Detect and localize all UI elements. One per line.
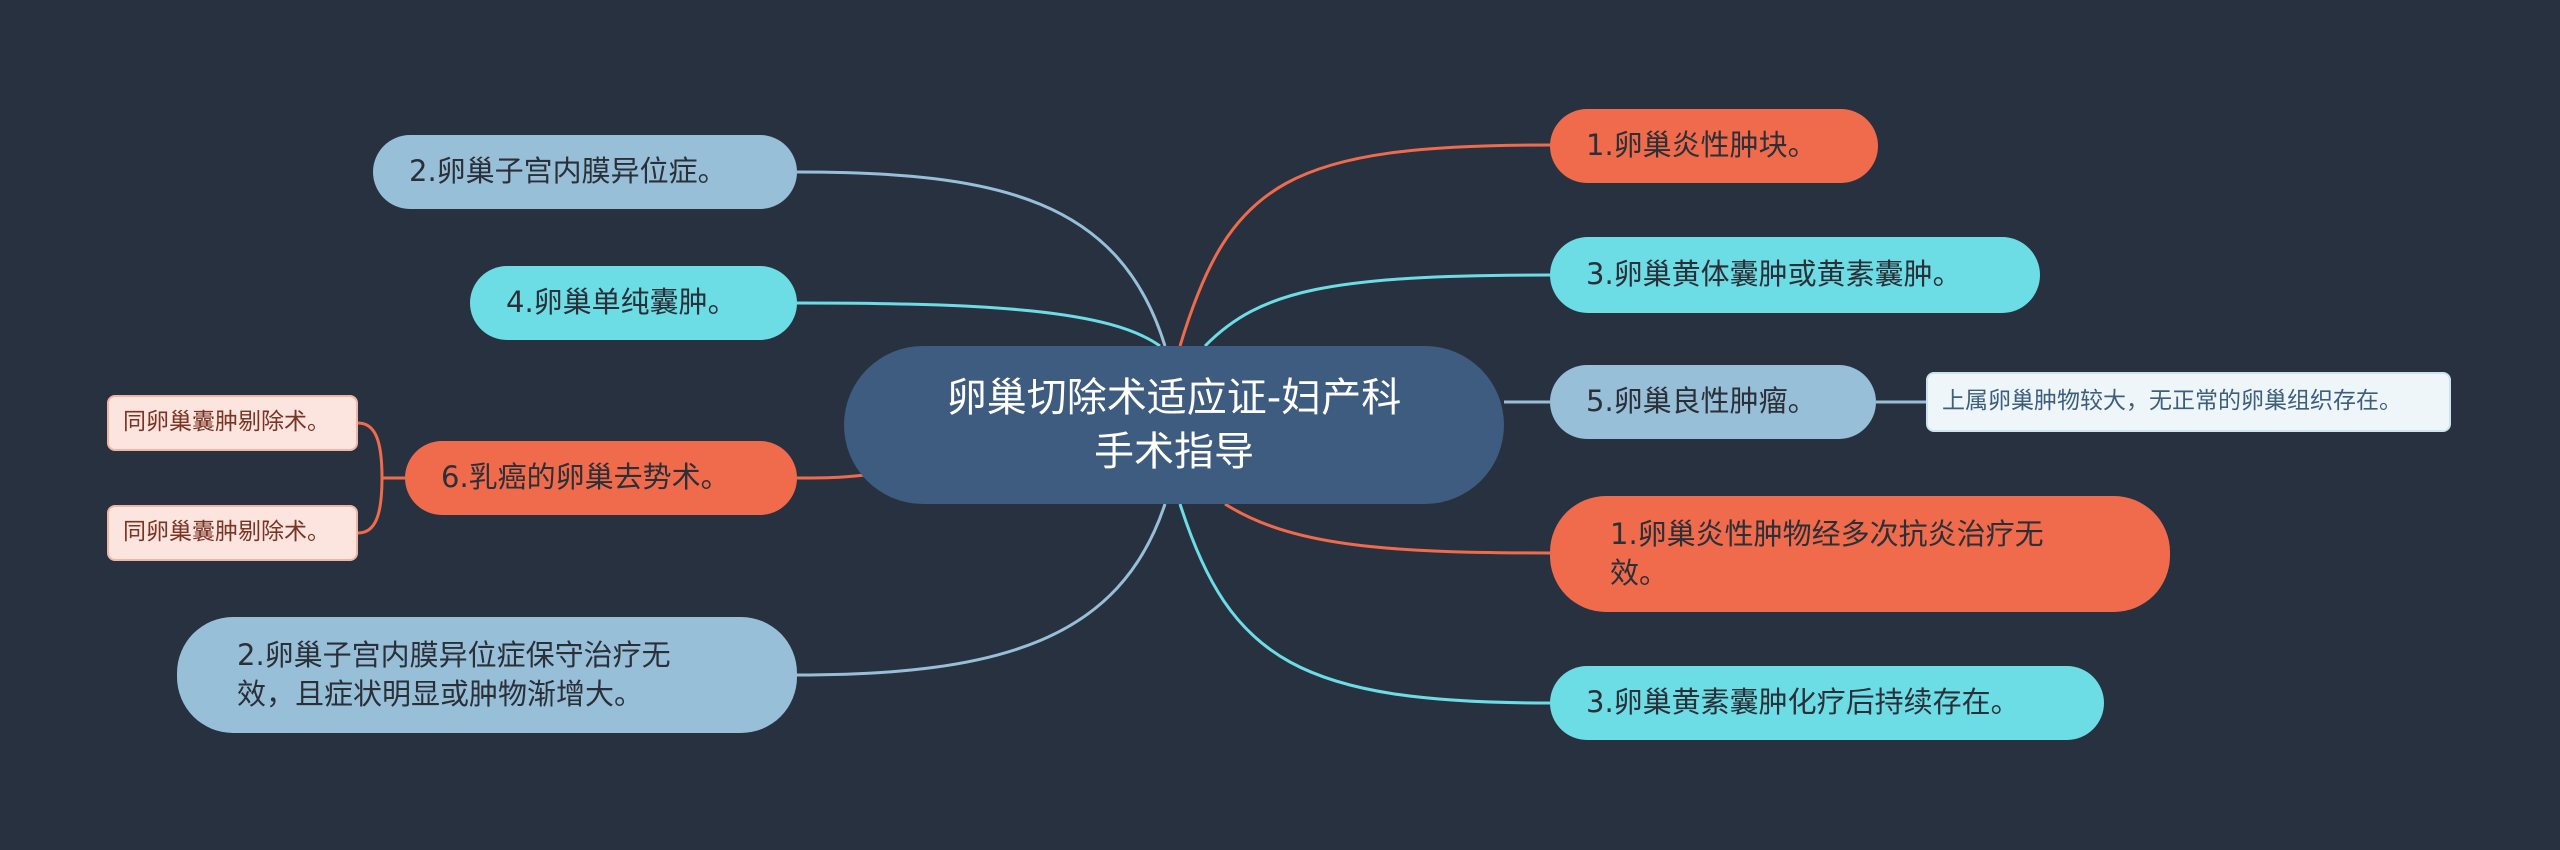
branch-l1-label: 2.卵巢子宫内膜异位症。 (409, 154, 727, 189)
branch-l3-label: 6.乳癌的卵巢去势术。 (441, 460, 730, 495)
branch-r4-line1: 1.卵巢炎性肿物经多次抗炎治疗无 (1610, 516, 2044, 551)
branch-r3-note[interactable]: 上属卵巢肿物较大，无正常的卵巢组织存在。 (1926, 372, 2451, 432)
branch-l2-label: 4.卵巢单纯囊肿。 (506, 285, 737, 320)
branch-r1[interactable]: 1.卵巢炎性肿块。 (1550, 109, 1878, 183)
branch-r4[interactable]: 1.卵巢炎性肿物经多次抗炎治疗无 效。 (1550, 496, 2170, 612)
link-center-r1 (1178, 143, 1551, 347)
link-center-l4 (796, 503, 1167, 677)
link-center-l3 (796, 473, 866, 480)
branch-r2[interactable]: 3.卵巢黄体囊肿或黄素囊肿。 (1550, 237, 2040, 313)
branch-l3-note-1-label: 同卵巢囊肿剔除术。 (123, 409, 330, 436)
link-center-r2 (1203, 273, 1551, 348)
branch-r3-note-label: 上属卵巢肿物较大，无正常的卵巢组织存在。 (1942, 388, 2402, 415)
branch-r3[interactable]: 5.卵巢良性肿瘤。 (1550, 365, 1876, 439)
link-center-r5 (1178, 503, 1551, 705)
branch-r5-label: 3.卵巢黄素囊肿化疗后持续存在。 (1586, 685, 2020, 720)
link-center-l1 (796, 170, 1167, 347)
link-center-r4 (1224, 502, 1551, 555)
branch-l3[interactable]: 6.乳癌的卵巢去势术。 (405, 441, 797, 515)
branch-r4-line2: 效。 (1610, 556, 1669, 590)
branch-r3-label: 5.卵巢良性肿瘤。 (1586, 384, 1817, 419)
branch-l2[interactable]: 4.卵巢单纯囊肿。 (470, 266, 797, 340)
branch-r2-label: 3.卵巢黄体囊肿或黄素囊肿。 (1586, 257, 1962, 292)
branch-l3-note-2[interactable]: 同卵巢囊肿剔除术。 (107, 505, 358, 561)
central-topic[interactable]: 卵巢切除术适应证-妇产科 手术指导 (844, 346, 1504, 504)
branch-r1-label: 1.卵巢炎性肿块。 (1586, 128, 1817, 163)
branch-l4-line2: 效，且症状明显或肿物渐增大。 (237, 677, 644, 711)
branch-l3-note-2-label: 同卵巢囊肿剔除术。 (123, 519, 330, 546)
branch-l4-line1: 2.卵巢子宫内膜异位症保守治疗无 (237, 637, 671, 672)
central-topic-line2: 手术指导 (1094, 429, 1254, 475)
branch-l3-note-1[interactable]: 同卵巢囊肿剔除术。 (107, 395, 358, 451)
branch-l4[interactable]: 2.卵巢子宫内膜异位症保守治疗无 效，且症状明显或肿物渐增大。 (177, 617, 797, 733)
central-topic-line1: 卵巢切除术适应证-妇产科 (946, 375, 1402, 421)
branch-r5[interactable]: 3.卵巢黄素囊肿化疗后持续存在。 (1550, 666, 2104, 740)
branch-l1[interactable]: 2.卵巢子宫内膜异位症。 (373, 135, 797, 209)
link-center-l2 (796, 301, 1161, 348)
link-l3-notes (357, 421, 405, 535)
